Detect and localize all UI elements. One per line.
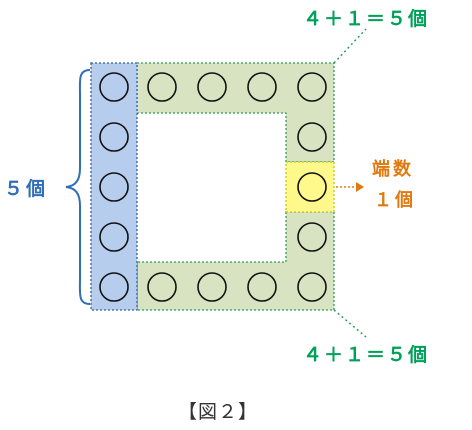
end-count-title: 端数 xyxy=(372,158,414,180)
figure-caption: 【図２】 xyxy=(178,401,258,423)
circle-top-1 xyxy=(147,72,177,102)
green-top-region xyxy=(136,62,335,163)
bottom-pointer-line xyxy=(333,309,367,338)
circle-bottom-4 xyxy=(297,272,327,302)
circle-left-2 xyxy=(99,122,129,152)
top-pointer-line xyxy=(333,28,367,64)
end-count-value: １個 xyxy=(374,190,416,211)
left-brace xyxy=(65,69,91,305)
circle-right-end xyxy=(297,172,327,202)
circle-top-3 xyxy=(247,72,277,102)
circle-right-2 xyxy=(297,222,327,252)
circle-right-1 xyxy=(297,122,327,152)
end-arrow-head xyxy=(356,182,364,192)
bottom-formula-label: ４＋１＝５個 xyxy=(303,344,429,366)
circle-bottom-2 xyxy=(197,272,227,302)
top-formula-label: ４＋１＝５個 xyxy=(303,8,429,30)
circle-left-3 xyxy=(99,172,129,202)
circle-left-1 xyxy=(99,72,129,102)
circle-bottom-3 xyxy=(247,272,277,302)
circle-top-2 xyxy=(197,72,227,102)
circles xyxy=(99,72,327,302)
circle-top-4 xyxy=(297,72,327,102)
circle-left-5 xyxy=(99,272,129,302)
circle-left-4 xyxy=(99,222,129,252)
blue-left-column xyxy=(90,62,138,311)
left-count-label: ５個 xyxy=(4,178,48,200)
green-bottom-region xyxy=(136,211,335,311)
circle-bottom-1 xyxy=(147,272,177,302)
